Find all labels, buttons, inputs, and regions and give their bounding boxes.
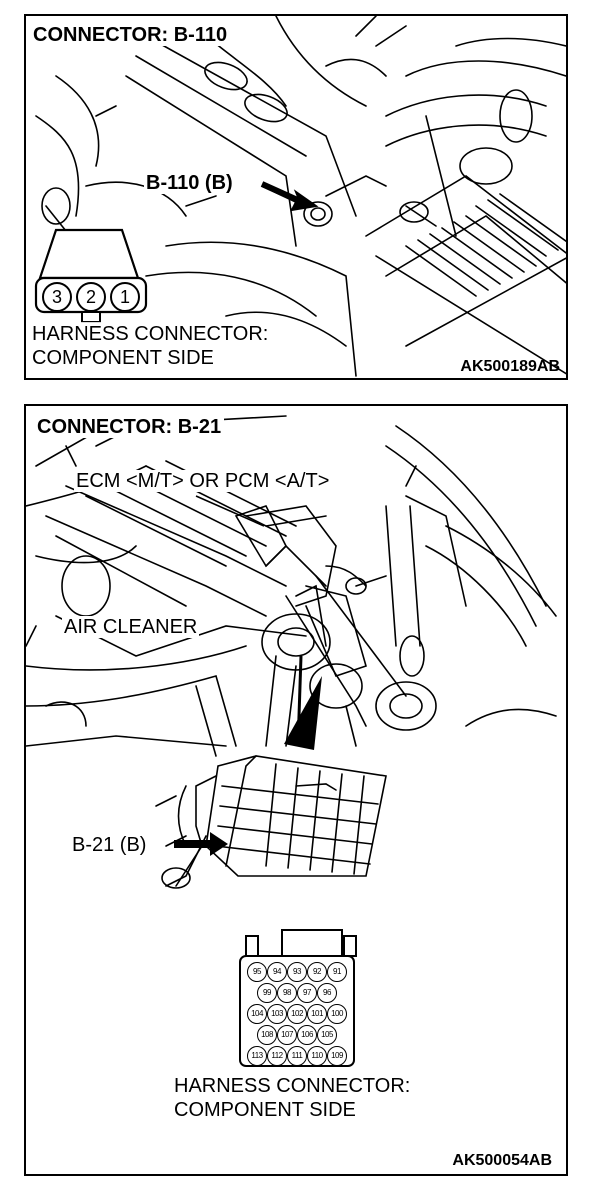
pin-112: 112: [267, 1046, 287, 1066]
pin-113: 113: [247, 1046, 267, 1066]
pin-100: 100: [327, 1004, 347, 1024]
pin-3: 3: [42, 282, 72, 312]
pin-2: 2: [76, 282, 106, 312]
pin-98: 98: [277, 983, 297, 1003]
connector-b110-panel: CONNECTOR: B-110 B-110 (B) 3 2 1 HARNESS…: [24, 14, 568, 380]
connector-title: CONNECTOR: B-110: [30, 24, 231, 46]
air-cleaner-label: AIR CLEANER: [62, 616, 200, 638]
harness-caption-line1: HARNESS CONNECTOR:: [32, 322, 269, 346]
pin-105: 105: [317, 1025, 337, 1045]
pin-101: 101: [307, 1004, 327, 1024]
connector-title: CONNECTOR: B-21: [34, 416, 225, 438]
pin-108: 108: [257, 1025, 277, 1045]
pin-103: 103: [267, 1004, 287, 1024]
pin-104: 104: [247, 1004, 267, 1024]
connector-b21-panel: CONNECTOR: B-21 ECM <M/T> OR PCM <A/T> A…: [24, 404, 568, 1176]
pin-107: 107: [277, 1025, 297, 1045]
harness-caption-line2: COMPONENT SIDE: [32, 346, 214, 370]
figure-code: AK500189AB: [460, 358, 560, 375]
pin-92: 92: [307, 962, 327, 982]
pin-94: 94: [267, 962, 287, 982]
pin-109: 109: [327, 1046, 347, 1066]
pin-96: 96: [317, 983, 337, 1003]
harness-caption-line1: HARNESS CONNECTOR:: [174, 1074, 411, 1098]
pin-111: 111: [287, 1046, 307, 1066]
pin-93: 93: [287, 962, 307, 982]
ecm-pcm-label: ECM <M/T> OR PCM <A/T>: [74, 470, 332, 492]
pin-110: 110: [307, 1046, 327, 1066]
b110-callout: B-110 (B): [144, 172, 235, 194]
harness-caption-line2: COMPONENT SIDE: [174, 1098, 356, 1122]
pin-1: 1: [110, 282, 140, 312]
figure-code: AK500054AB: [452, 1152, 552, 1169]
pin-91: 91: [327, 962, 347, 982]
pin-102: 102: [287, 1004, 307, 1024]
pin-95: 95: [247, 962, 267, 982]
pin-97: 97: [297, 983, 317, 1003]
pin-106: 106: [297, 1025, 317, 1045]
b21-callout: B-21 (B): [70, 834, 149, 856]
pin-99: 99: [257, 983, 277, 1003]
